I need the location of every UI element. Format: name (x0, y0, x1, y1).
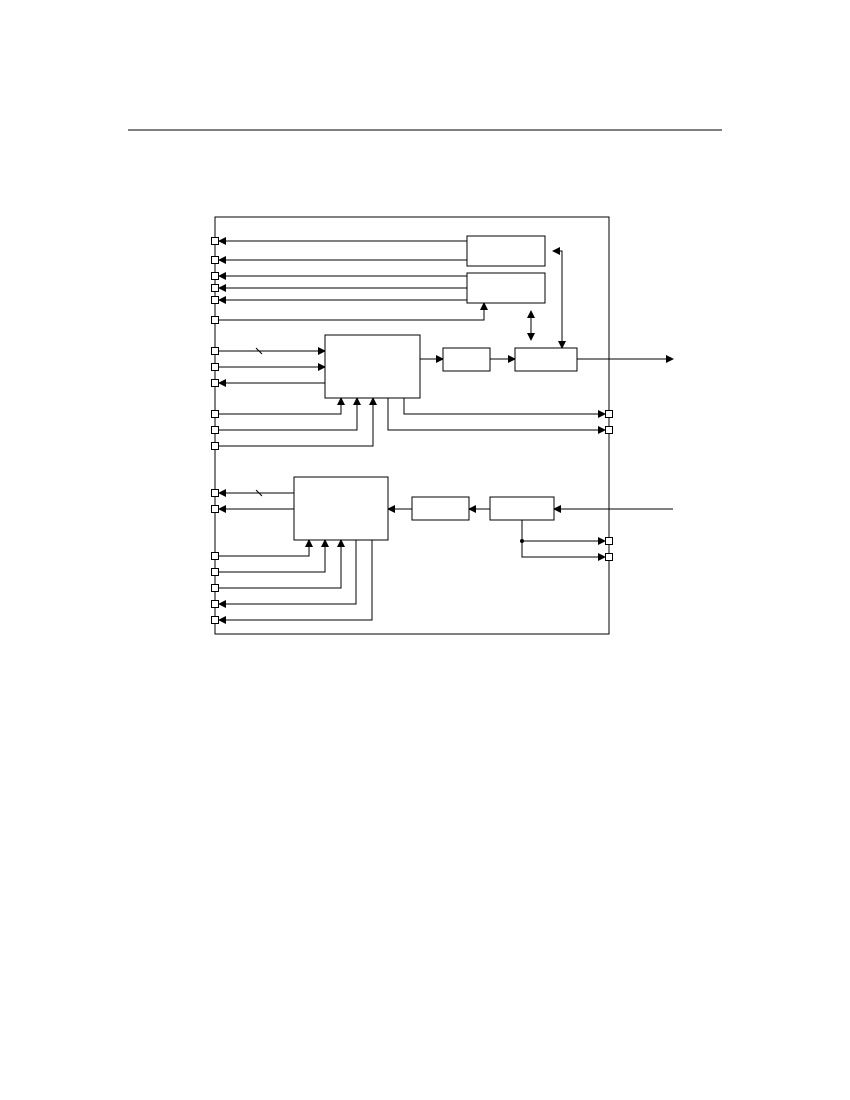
signal-line (219, 539, 313, 557)
pin-terminal (211, 347, 219, 355)
pin-terminal (211, 316, 219, 324)
pin-terminal (211, 237, 219, 245)
function-block (293, 476, 389, 541)
signal-line (387, 398, 606, 434)
pin-terminal (605, 410, 613, 418)
pin-terminal (211, 584, 219, 592)
pin-terminal (605, 426, 613, 434)
junction-dot (520, 539, 524, 543)
pin-terminal (211, 256, 219, 264)
signal-line (552, 247, 566, 349)
pin-terminal (605, 553, 613, 561)
pin-terminal (211, 568, 219, 576)
function-block (411, 496, 470, 521)
function-block (442, 347, 491, 372)
pin-terminal (211, 363, 219, 371)
pin-terminal (211, 284, 219, 292)
bus-slash-marker (255, 489, 263, 497)
signal-line (219, 397, 377, 447)
pin-terminal (211, 296, 219, 304)
pin-terminal (211, 426, 219, 434)
pin-terminal (211, 552, 219, 560)
signal-line (218, 540, 357, 608)
outer-boundary (214, 216, 610, 635)
function-block (514, 347, 578, 372)
pin-terminal (211, 600, 219, 608)
function-block (489, 496, 555, 521)
signal-line (521, 541, 606, 561)
function-block (466, 272, 546, 304)
pin-terminal (211, 442, 219, 450)
bus-slash-marker (255, 347, 263, 355)
pin-terminal (211, 505, 219, 513)
signal-line (403, 398, 606, 418)
signal-line (219, 539, 329, 573)
function-block (324, 334, 421, 399)
signal-line (219, 302, 488, 321)
signal-line (521, 520, 606, 545)
pin-terminal (211, 489, 219, 497)
pin-terminal (211, 410, 219, 418)
pin-terminal (605, 537, 613, 545)
signal-line (219, 397, 345, 415)
function-block (466, 235, 546, 267)
pin-terminal (211, 379, 219, 387)
signal-line (219, 539, 345, 589)
signal-line (219, 397, 361, 431)
pin-terminal (211, 616, 219, 624)
signal-line (218, 540, 373, 624)
pin-terminal (211, 272, 219, 280)
